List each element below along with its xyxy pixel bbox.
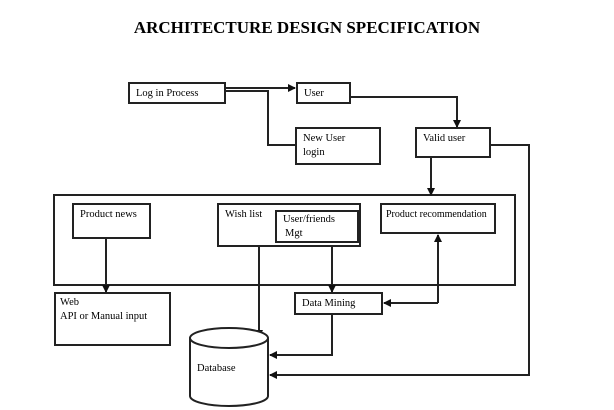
database-cylinder-icon	[189, 327, 269, 407]
wish-list-label: Wish list	[225, 209, 263, 220]
user-node: User	[296, 82, 351, 104]
arrow-valid-user-to-database	[269, 144, 530, 379]
new-user-login-line1: New User	[303, 133, 346, 144]
arrow-user-to-valid-user	[350, 96, 461, 128]
product-news-node: Product news	[72, 203, 151, 239]
module-container	[53, 194, 516, 286]
line-login-to-new-user	[226, 90, 295, 146]
data-mining-node: Data Mining	[294, 292, 383, 315]
diagram-title: ARCHITECTURE DESIGN SPECIFICATION	[133, 18, 481, 37]
database-label: Database	[197, 363, 236, 374]
product-recommendation-node: Product recommendation	[380, 203, 496, 234]
web-line2: API or Manual input	[60, 311, 148, 323]
web-input-node: Web API or Manual input	[54, 292, 171, 346]
user-friends-mgt-node: User/friends Mgt	[275, 210, 359, 243]
new-user-login-node: New User login	[295, 127, 381, 165]
login-process-node: Log in Process	[128, 82, 226, 104]
arrow-data-mining-to-database	[269, 314, 333, 359]
web-line1: Web	[60, 297, 79, 308]
user-friends-line2: Mgt	[285, 228, 303, 240]
new-user-login-line2: login	[303, 147, 325, 159]
valid-user-node: Valid user	[415, 127, 491, 158]
user-friends-line1: User/friends	[283, 214, 335, 225]
